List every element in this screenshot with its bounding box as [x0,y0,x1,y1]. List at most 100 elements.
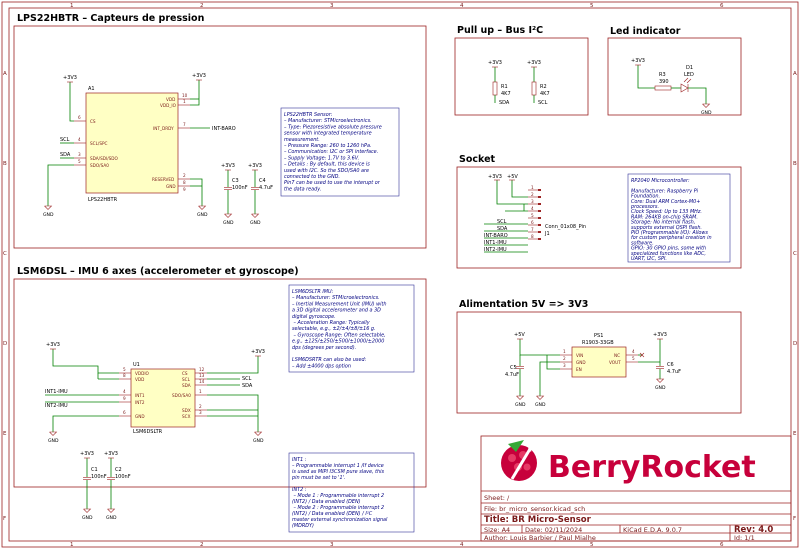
ps1-value: R1903-33GB [582,340,614,346]
ps1-pinnum-4: 4 [632,349,635,354]
lps-pinnum-3: 3 [78,152,81,157]
lsm-net-int1: INT1-IMU [45,389,68,395]
socket-net-scl: SCL [497,219,507,225]
section-title-lps: LPS22HBTR – Capteurs de pression [17,13,205,24]
tb-rev: Rev: 4.0 [734,525,773,535]
intNote-line: INT2 : [292,487,307,493]
lsm-pin-cs: CS [182,371,188,376]
lps-pin-cs: CS [90,119,96,124]
tb-sheet: Sheet: / [484,494,510,502]
c4-gnd: GND [250,220,261,226]
lsmNote-line: – Add ±4000 dps option [292,363,351,369]
lps-pin-vdd: VDD [166,97,175,102]
alim-pwr-out: +3V3 [653,332,667,338]
rp2040-note: RP2040 Microcontroller: Manufacturer: Ra… [630,178,712,262]
alim-pwr-in: +5V [514,332,525,338]
c5-gnd: GND [515,402,526,408]
lps-pin-sda: SDA/SDI/SDO [90,156,118,161]
rpNote-line: Clock Speed: Up to 133 MHz. [631,209,702,215]
title-block: BerryRocket Sheet: / File: br_micro_sens… [480,435,792,542]
lsm-pinnum-9: 9 [123,396,126,401]
lps-pinnum-9: 9 [183,187,186,192]
socket-pin-number: 5 [531,213,534,218]
raspberry-logo-icon [501,445,537,481]
c1-ref: C1 [91,467,98,473]
section-title-pullup: Pull up – Bus I²C [457,25,543,36]
rpNote-line: Foundation. [631,194,660,200]
lsmNote-line: digital gyroscope. [292,314,336,320]
lsmNote-line: – Inertial Measurement Unit (IMU) with [292,301,386,307]
lps-gnd-left: GND [43,212,54,218]
intNote-line: INT1 : [292,457,307,463]
lps-pin-sdo: SDO/SA0 [90,163,109,168]
r1-value: 4K7 [501,91,511,97]
lsmNote-line: dps (degrees per second). [292,345,356,351]
grid-col-1: 1 [70,3,74,9]
grid-row-f: F [3,516,6,522]
d1-value: LED [684,72,694,78]
lps-pwr-cs: +3V3 [63,75,77,81]
socket-pin-number: 4 [531,206,534,211]
lsm-pin-int1: INT1 [135,393,145,398]
lsm-gnd-right: GND [253,438,264,444]
rpNote-line: PIO (Programmable I/O): Allows [631,230,708,236]
socket-pin-number: 7 [531,227,534,232]
rpNote-line: GPIO: 30 GPIO pins, some with [631,246,706,252]
lsmNote-line: a 3D digital accelerometer and a 3D [292,308,381,314]
lpsNote-line: – Communication: I2C or SPI interface. [284,149,378,155]
grid-col-5-bottom: 5 [590,542,594,548]
ps1-pin-nc: NC [614,353,620,358]
grid-col-3-bottom: 3 [330,542,334,548]
lsm-decoupling-caps: +3V3 GND C1 100nF +3V3 GND C2 100nF [80,451,131,521]
intNote-line: (INT2) / Data enabled (DEN) [292,499,361,505]
logo-text: BerryRocket [548,450,756,485]
grid-col-3: 3 [330,3,334,9]
lsm-pinnum-12: 12 [199,367,205,372]
section-led: Led indicator +3V3 R3 390 D1 LED GND [607,26,742,116]
lps-net-sda: SDA [60,152,71,158]
ps1-pin-gnd: GND [576,360,586,365]
intNote-line: is used as MIPI I3CSM pure slave, this [292,469,384,475]
ps1-gnd: GND [535,402,546,408]
lps-pinnum-6: 6 [78,115,81,120]
ps1-pin-vout: VOUT [609,360,621,365]
ps1-pinnum-3: 3 [563,363,566,368]
lsm-value: LSM6DSLTR [133,429,163,435]
lpsNote-line: – Supply Voltage: 1.7V to 3.6V. [284,155,359,161]
c6-ref: C6 [667,362,674,368]
lsm-pin-sda: SDA [182,383,191,388]
section-alimentation: Alimentation 5V => 3V3 PS1 R1903-33GB VI… [456,299,742,414]
intNote-line: pin must be set to '1'. [291,475,346,481]
c3-ref: C3 [232,178,239,184]
grid-row-b: B [3,161,7,167]
lps-pin-gnd: GND [166,184,176,189]
ps1-pinnum-2: 2 [563,356,566,361]
grid-col-4-bottom: 4 [460,542,464,548]
grid-row-d: D [3,341,7,347]
lps-pin-reserved: RESERVED [152,177,174,182]
lsm-pin-scx: SCX [182,414,191,419]
c4-pwr: +3V3 [248,163,262,169]
rpNote-line: Core: Dual ARM Cortex-M0+ [631,199,700,205]
socket-pin-number: 3 [531,199,534,204]
c5-ref: C5 [510,365,517,371]
r2-pwr: +3V3 [527,60,541,66]
grid-col-2-bottom: 2 [200,542,204,548]
socket-pin-contact [538,231,541,233]
socket-pin-number: 2 [531,192,534,197]
ps1-pinnum-5: 5 [632,356,635,361]
rpNote-line: RP2040 Microcontroller: [631,178,690,184]
lpsNote-line: – Details : By default, this device is [284,162,370,168]
section-frame-lps [13,25,427,249]
c2-pwr: +3V3 [104,451,118,457]
lsmNote-line: – Manufacturer: STMicroelectronics. [292,295,380,301]
lps-note: LPS22HBTR Sensor:– Manufacturer: STMicro… [284,112,382,192]
lps-pinnum-5: 5 [78,159,81,164]
intNote-line: – Programmable interrupt 1 /If device [292,463,384,469]
r2-body [531,81,537,96]
c1-pwr: +3V3 [80,451,94,457]
grid-row-a-right: A [793,71,797,77]
socket-pwr-5: +5V [507,174,518,180]
section-frame-socket [456,166,742,269]
